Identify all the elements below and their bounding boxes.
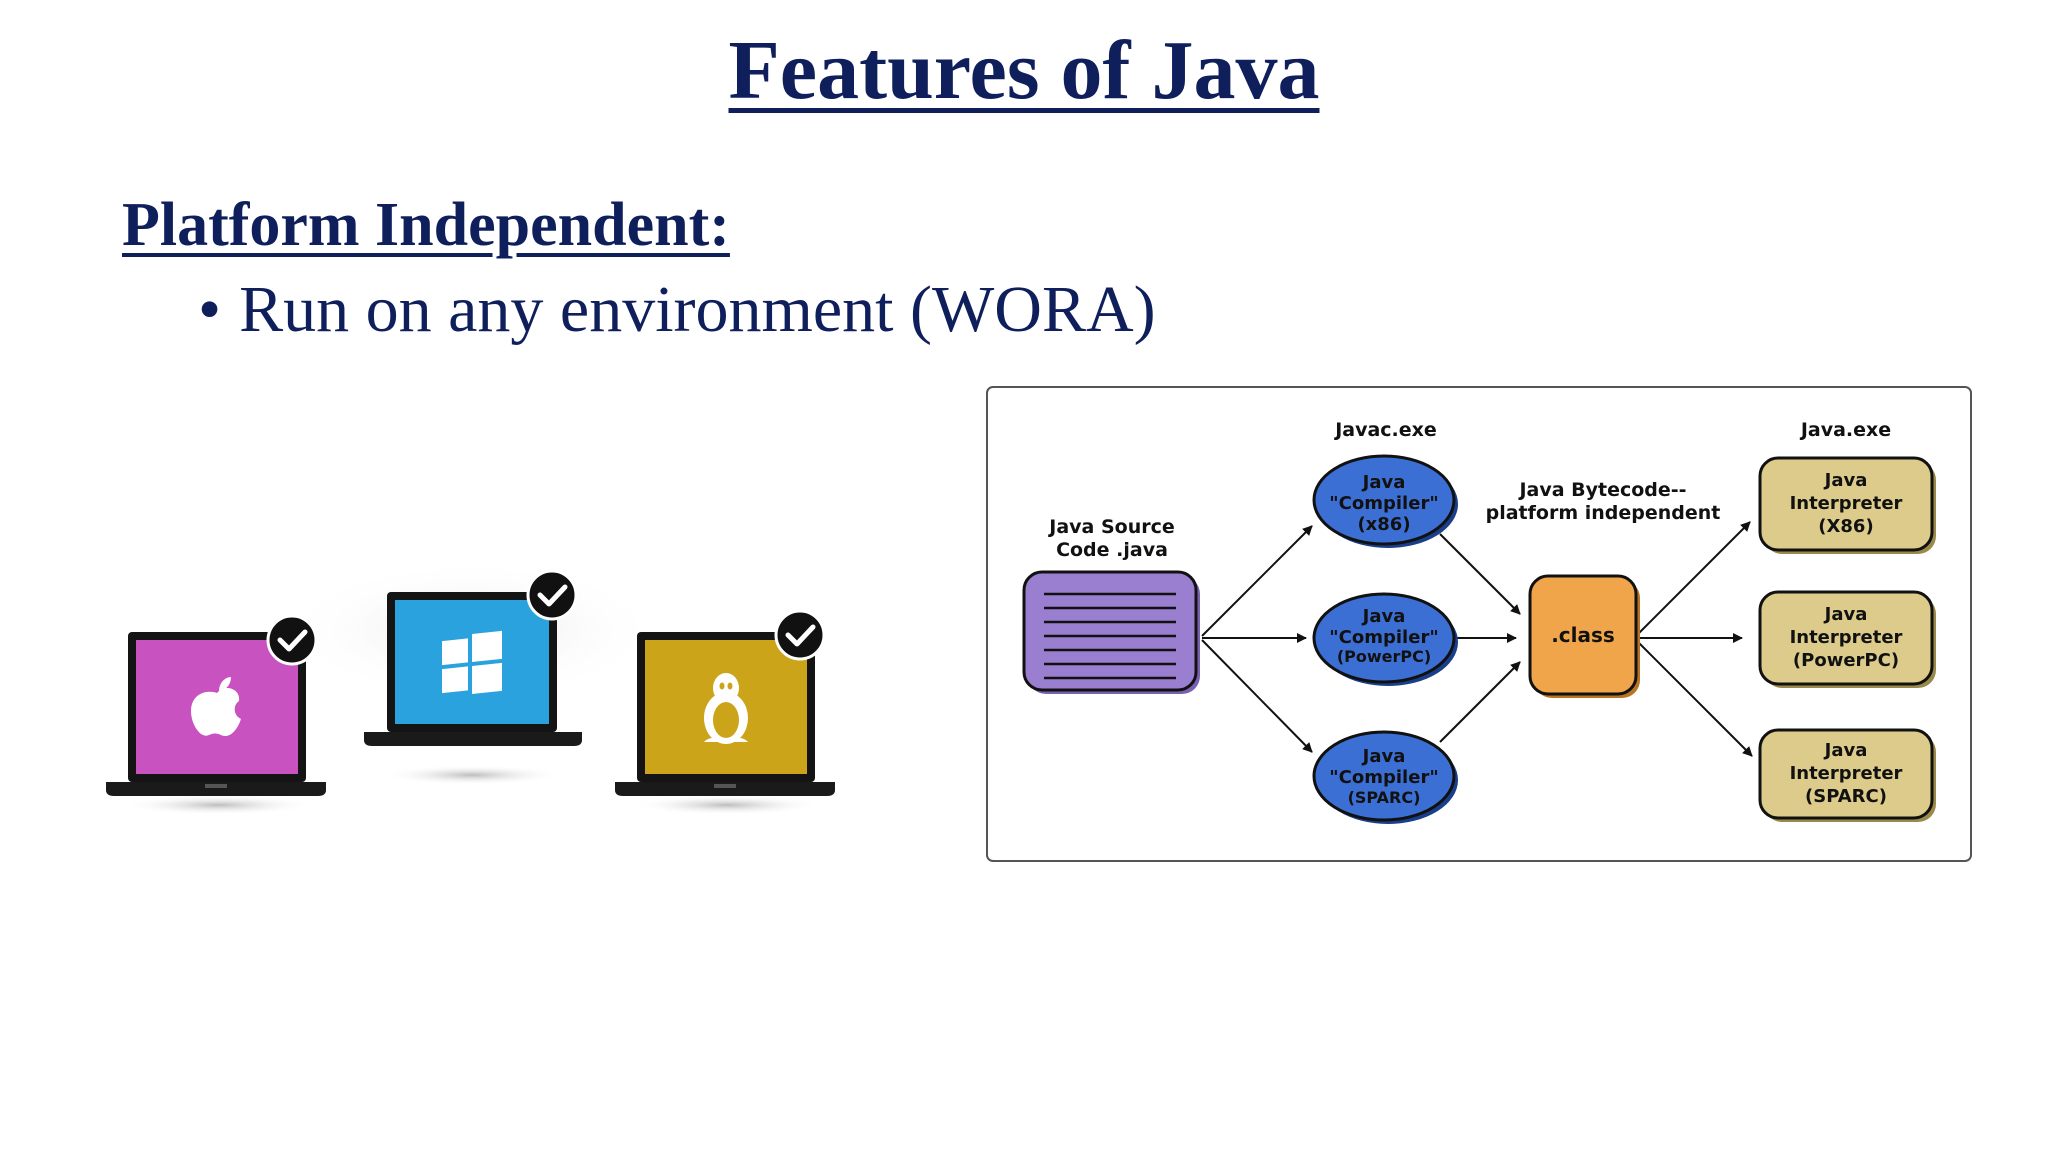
svg-text:(PowerPC): (PowerPC) <box>1337 647 1431 666</box>
svg-text:"Compiler": "Compiler" <box>1329 627 1438 648</box>
compiler-x86: Java "Compiler" (x86) <box>1312 454 1458 548</box>
linux-laptop <box>615 609 835 815</box>
svg-text:(x86): (x86) <box>1357 514 1410 535</box>
devices-illustration <box>106 560 835 815</box>
mac-laptop <box>106 614 326 815</box>
apple-icon <box>191 677 241 737</box>
linux-icon <box>704 673 748 744</box>
slide-title: Features of Java <box>728 24 1320 117</box>
svg-text:(X86): (X86) <box>1818 516 1873 537</box>
source-label-line1: Java Source <box>1047 516 1175 538</box>
svg-text:Java: Java <box>1361 746 1406 767</box>
bullet-item: •Run on any environment (WORA) <box>198 272 1156 348</box>
svg-text:"Compiler": "Compiler" <box>1329 767 1438 788</box>
java-compilation-diagram: Javac.exe Java.exe Java Source Code .jav… <box>986 386 1972 862</box>
svg-text:(PowerPC): (PowerPC) <box>1793 650 1899 671</box>
bullet-marker: • <box>198 273 222 346</box>
diagram-arrows <box>1201 521 1753 757</box>
svg-text:Java: Java <box>1361 472 1406 493</box>
svg-text:Interpreter: Interpreter <box>1790 493 1903 514</box>
bytecode-label-line1: Java Bytecode-- <box>1517 479 1686 501</box>
interpreter-powerpc: Java Interpreter (PowerPC) <box>1758 590 1936 688</box>
bytecode-label-line2: platform independent <box>1486 502 1721 524</box>
java-exe-label: Java.exe <box>1799 419 1891 441</box>
diagram-frame <box>986 386 1972 862</box>
section-heading: Platform Independent: <box>122 191 730 259</box>
windows-laptop <box>364 569 582 785</box>
svg-text:Interpreter: Interpreter <box>1790 763 1903 784</box>
svg-text:"Compiler": "Compiler" <box>1329 493 1438 514</box>
svg-text:Java: Java <box>1823 740 1868 761</box>
windows-icon <box>442 630 502 694</box>
class-file-box: .class <box>1528 574 1640 698</box>
checkmark-badge-icon <box>774 609 826 661</box>
compiler-sparc: Java "Compiler" (SPARC) <box>1312 730 1458 824</box>
svg-text:Java: Java <box>1361 606 1406 627</box>
compiler-powerpc: Java "Compiler" (PowerPC) <box>1312 592 1458 686</box>
checkmark-badge-icon <box>266 614 318 666</box>
svg-text:Java: Java <box>1823 470 1868 491</box>
checkmark-badge-icon <box>526 569 578 621</box>
svg-text:(SPARC): (SPARC) <box>1348 788 1421 807</box>
svg-text:Interpreter: Interpreter <box>1790 627 1903 648</box>
interpreter-x86: Java Interpreter (X86) <box>1758 456 1936 554</box>
interpreter-sparc: Java Interpreter (SPARC) <box>1758 728 1936 822</box>
class-label: .class <box>1551 623 1615 647</box>
svg-text:Java: Java <box>1823 604 1868 625</box>
javac-exe-label: Javac.exe <box>1333 419 1437 441</box>
bullet-text: Run on any environment (WORA) <box>239 273 1156 346</box>
svg-text:(SPARC): (SPARC) <box>1805 786 1887 807</box>
source-label-line2: Code .java <box>1056 539 1168 561</box>
source-code-box <box>1022 570 1200 694</box>
